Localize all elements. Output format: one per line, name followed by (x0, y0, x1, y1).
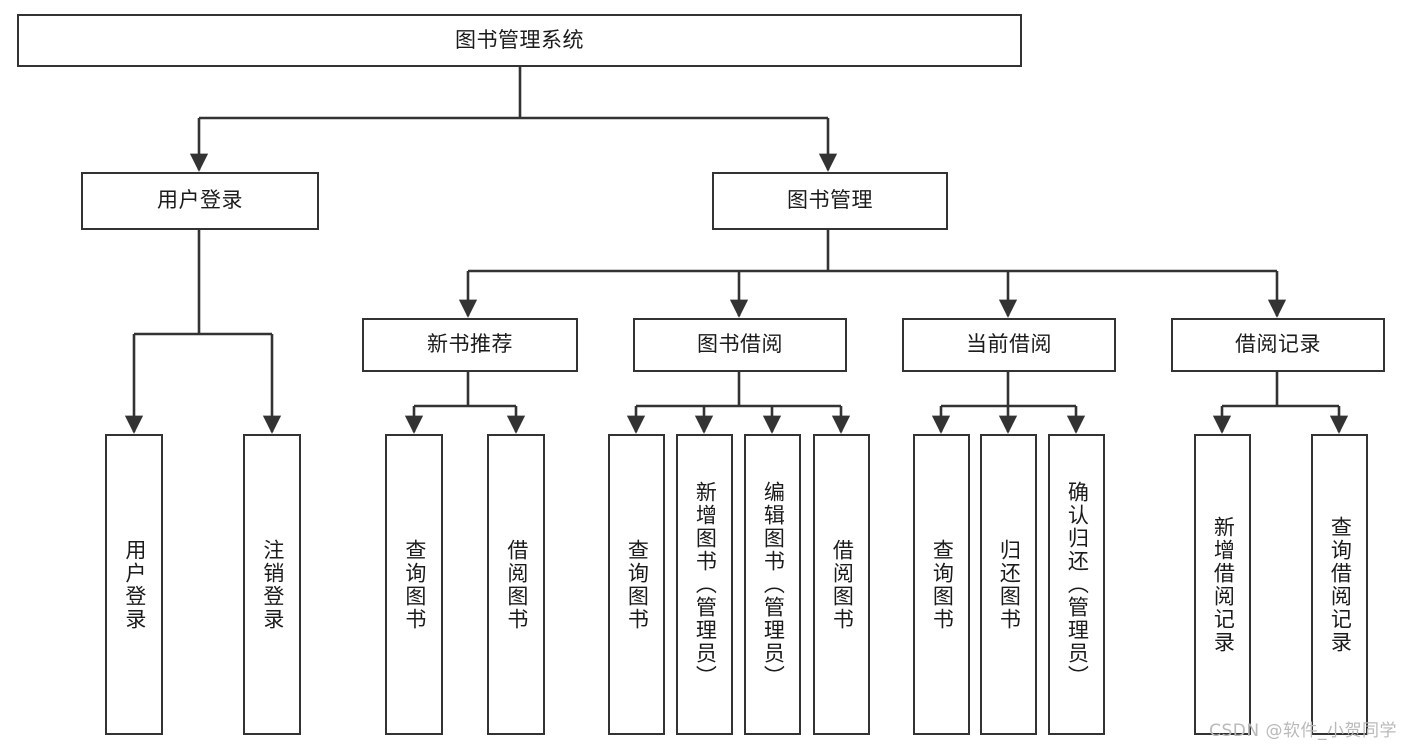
node-label: 新增借阅记录 (1211, 515, 1236, 654)
node-label: 借阅记录 (1235, 332, 1321, 357)
node-label: 编辑图书（管理员） (761, 481, 786, 688)
node-label: 新书推荐 (427, 332, 513, 357)
node-user-login[interactable]: 用户登录 (81, 172, 319, 230)
node-leaf-return-book[interactable]: 归还图书 (980, 434, 1037, 735)
node-label: 注销登录 (260, 538, 285, 631)
node-leaf-edit-book-admin[interactable]: 编辑图书（管理员） (744, 434, 801, 735)
node-leaf-logout[interactable]: 注销登录 (243, 434, 301, 735)
node-label: 查询图书 (625, 538, 650, 631)
node-leaf-borrow-book[interactable]: 借阅图书 (813, 434, 870, 735)
node-book-borrow[interactable]: 图书借阅 (633, 318, 847, 372)
node-label: 确认归还（管理员） (1065, 481, 1090, 688)
node-leaf-add-book-admin[interactable]: 新增图书（管理员） (676, 434, 733, 735)
node-root-book-management-system[interactable]: 图书管理系统 (17, 14, 1022, 67)
node-current-borrow[interactable]: 当前借阅 (902, 318, 1116, 372)
node-label: 查询图书 (402, 538, 427, 631)
node-leaf-add-borrow-record[interactable]: 新增借阅记录 (1194, 434, 1251, 735)
node-label: 借阅图书 (504, 538, 529, 631)
node-label: 当前借阅 (966, 332, 1052, 357)
node-label: 用户登录 (122, 538, 147, 631)
node-book-management[interactable]: 图书管理 (712, 172, 948, 230)
node-label: 用户登录 (157, 188, 243, 213)
node-label: 新增图书（管理员） (693, 481, 718, 688)
node-label: 归还图书 (997, 538, 1022, 631)
node-label: 借阅图书 (830, 538, 855, 631)
node-leaf-confirm-return-admin[interactable]: 确认归还（管理员） (1048, 434, 1105, 735)
node-leaf-user-login[interactable]: 用户登录 (105, 434, 163, 735)
node-label: 查询借阅记录 (1328, 515, 1353, 654)
node-leaf-query-book-borrow[interactable]: 查询图书 (608, 434, 665, 735)
node-label: 图书管理系统 (455, 27, 584, 52)
node-label: 查询图书 (930, 538, 955, 631)
node-borrow-record[interactable]: 借阅记录 (1171, 318, 1385, 372)
node-leaf-query-book-current[interactable]: 查询图书 (913, 434, 970, 735)
node-leaf-borrow-book-recommend[interactable]: 借阅图书 (487, 434, 545, 735)
csdn-watermark: CSDN @软件_小贺同学 (1209, 721, 1397, 741)
node-leaf-query-borrow-record[interactable]: 查询借阅记录 (1311, 434, 1368, 735)
node-new-book-recommend[interactable]: 新书推荐 (362, 318, 578, 372)
node-label: 图书管理 (787, 188, 873, 213)
node-leaf-query-book-recommend[interactable]: 查询图书 (385, 434, 443, 735)
node-label: 图书借阅 (697, 332, 783, 357)
